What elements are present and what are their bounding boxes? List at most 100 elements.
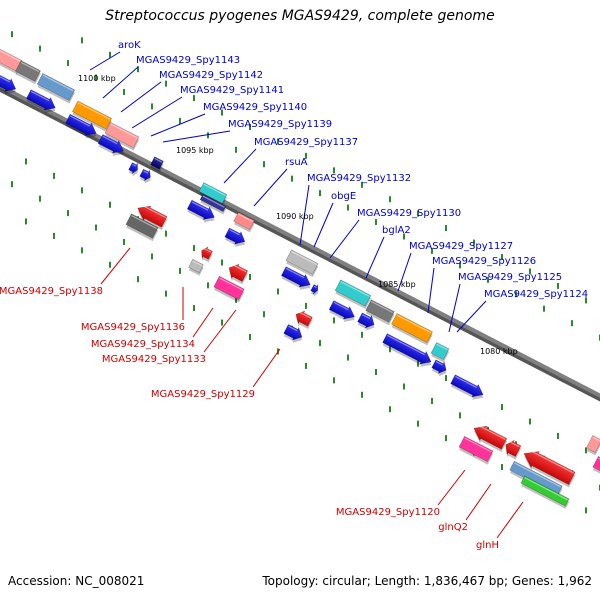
forward-gene-label: MGAS9429_Spy1132 bbox=[307, 173, 411, 184]
reverse-gene-labels: MGAS9429_Spy1138MGAS9429_Spy1136MGAS9429… bbox=[0, 286, 499, 551]
gene-feature bbox=[328, 300, 355, 322]
gene-feature bbox=[586, 435, 600, 456]
forward-gene-label: MGAS9429_Spy1127 bbox=[409, 241, 513, 252]
gene-feature bbox=[15, 60, 41, 85]
reverse-label-line bbox=[252, 348, 281, 388]
gene-feature bbox=[334, 279, 372, 310]
forward-gene-label: aroK bbox=[118, 40, 141, 51]
scale-label: 1085 kbp bbox=[378, 280, 416, 289]
gene-feature bbox=[139, 168, 151, 184]
gene-feature bbox=[523, 448, 576, 488]
scale-label: 1090 kbp bbox=[276, 212, 314, 221]
gene-feature bbox=[592, 456, 600, 475]
forward-label-line bbox=[102, 66, 139, 99]
gene-feature bbox=[391, 313, 433, 346]
gene-feature bbox=[473, 424, 508, 453]
reverse-gene-label: MGAS9429_Spy1129 bbox=[151, 389, 255, 400]
forward-label-line bbox=[313, 202, 334, 248]
gene-feature bbox=[285, 249, 319, 278]
gene-feature bbox=[213, 275, 245, 303]
gene-feature bbox=[65, 113, 97, 139]
gene-feature bbox=[520, 475, 570, 509]
reverse-gene-label: MGAS9429_Spy1134 bbox=[91, 339, 195, 350]
forward-gene-label: MGAS9429_Spy1139 bbox=[228, 119, 332, 130]
forward-label-line bbox=[89, 51, 121, 71]
forward-gene-label: MGAS9429_Spy1137 bbox=[254, 137, 358, 148]
gene-features bbox=[0, 46, 600, 509]
map-title: Streptococcus pyogenes MGAS9429, complet… bbox=[105, 8, 495, 24]
forward-label-line bbox=[448, 283, 461, 333]
forward-gene-label: rsuA bbox=[285, 157, 308, 168]
forward-label-line bbox=[329, 219, 360, 259]
backbone-line bbox=[0, 83, 600, 398]
reverse-gene-label: glnQ2 bbox=[438, 522, 468, 533]
forward-label-line bbox=[223, 148, 257, 184]
scale-label: 1095 kbp bbox=[176, 146, 214, 155]
gene-feature bbox=[310, 284, 319, 298]
gene-feature bbox=[357, 312, 375, 331]
gene-feature bbox=[281, 266, 311, 290]
forward-gene-label: MGAS9429_Spy1125 bbox=[458, 272, 562, 283]
reverse-label-line bbox=[100, 247, 131, 285]
gene-feature bbox=[505, 439, 522, 460]
gene-feature bbox=[36, 73, 76, 104]
forward-label-line bbox=[365, 236, 385, 279]
reverse-label-line bbox=[192, 307, 214, 338]
gene-feature bbox=[430, 342, 450, 363]
gene-feature bbox=[104, 121, 140, 151]
gene-feature bbox=[0, 74, 17, 95]
reverse-label-line bbox=[437, 469, 466, 506]
forward-label-line bbox=[397, 252, 412, 292]
forward-label-line bbox=[456, 300, 487, 333]
accession-text: Accession: NC_008021 bbox=[8, 574, 145, 588]
gene-feature bbox=[450, 374, 484, 400]
gene-feature bbox=[137, 204, 168, 231]
genome-summary-text: Topology: circular; Length: 1,836,467 bp… bbox=[262, 574, 592, 588]
scale-labels: 1100 kbp 1095 kbp 1090 kbp 1085 kbp 1080 kbp bbox=[78, 74, 518, 356]
gene-feature bbox=[128, 162, 138, 177]
forward-label-line bbox=[427, 267, 435, 314]
gene-feature bbox=[26, 89, 56, 113]
forward-gene-label: MGAS9429_Spy1130 bbox=[357, 208, 461, 219]
reverse-gene-label: MGAS9429_Spy1138 bbox=[0, 286, 103, 297]
forward-gene-label: MGAS9429_Spy1142 bbox=[159, 70, 263, 81]
gene-feature bbox=[188, 258, 204, 276]
forward-label-line bbox=[253, 168, 288, 207]
gene-feature bbox=[72, 100, 112, 132]
forward-gene-label: MGAS9429_Spy1126 bbox=[432, 256, 536, 267]
gene-feature bbox=[198, 182, 228, 207]
scale-label: 1080 kbp bbox=[480, 347, 518, 356]
forward-gene-label: MGAS9429_Spy1124 bbox=[484, 289, 588, 300]
scale-label: 1100 kbp bbox=[78, 74, 116, 83]
forward-label-line bbox=[120, 81, 162, 113]
gene-feature bbox=[201, 246, 213, 263]
reverse-gene-label: MGAS9429_Spy1133 bbox=[102, 354, 206, 365]
forward-gene-label: MGAS9429_Spy1140 bbox=[203, 102, 307, 113]
gene-feature bbox=[150, 156, 164, 173]
gene-feature bbox=[283, 324, 303, 343]
gene-feature bbox=[186, 199, 215, 223]
forward-gene-labels: aroK MGAS9429_Spy1143MGAS9429_Spy1142MGAS… bbox=[118, 40, 588, 300]
reverse-label-line bbox=[496, 501, 524, 539]
forward-gene-label: MGAS9429_Spy1143 bbox=[136, 55, 240, 66]
gene-feature bbox=[458, 435, 494, 465]
gene-feature bbox=[97, 134, 124, 156]
forward-gene-label: MGAS9429_Spy1141 bbox=[180, 85, 284, 96]
forward-label-line bbox=[162, 130, 231, 143]
gene-feature bbox=[295, 310, 313, 330]
forward-label-line bbox=[299, 184, 310, 246]
gene-feature bbox=[224, 227, 246, 248]
gene-feature bbox=[382, 333, 432, 367]
label-lines bbox=[89, 51, 524, 539]
reverse-gene-label: MGAS9429_Spy1120 bbox=[336, 507, 440, 518]
forward-label-line bbox=[150, 113, 206, 137]
forward-gene-label: bglA2 bbox=[382, 225, 411, 236]
gene-feature bbox=[228, 263, 249, 285]
gene-feature bbox=[125, 213, 159, 242]
gene-feature bbox=[365, 299, 395, 326]
forward-label-line bbox=[131, 96, 183, 129]
reverse-gene-label: MGAS9429_Spy1136 bbox=[81, 322, 185, 333]
reverse-label-line bbox=[203, 309, 237, 353]
gene-feature bbox=[199, 194, 227, 215]
